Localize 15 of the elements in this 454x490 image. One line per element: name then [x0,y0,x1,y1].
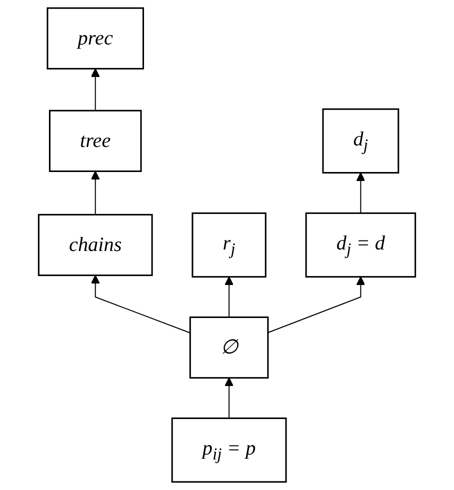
node-box [192,212,266,278]
arrow [224,377,234,418]
arrow [90,170,100,215]
arrow [268,276,366,334]
node-box [48,110,142,172]
node-box [189,316,269,379]
node-box [171,418,287,483]
arrow [356,172,366,214]
arrow [90,68,100,111]
arrow [224,276,234,318]
node-box [46,7,144,70]
node-box [322,108,400,174]
node-box [38,214,153,276]
node-box [305,212,416,278]
arrow [90,274,190,334]
